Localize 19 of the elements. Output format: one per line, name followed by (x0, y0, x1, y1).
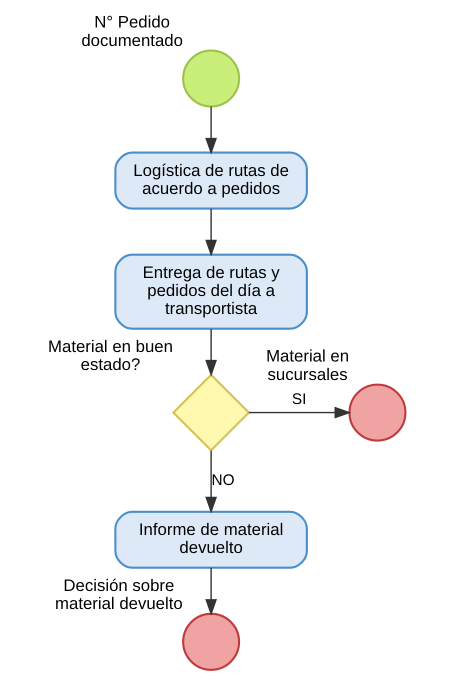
arrow (205, 450, 217, 514)
node-circle (182, 612, 240, 671)
arrow (205, 568, 217, 616)
node-label: Decisión sobre material devuelto (55, 576, 183, 614)
node-box: Logística de rutas de acuerdo a pedidos (114, 152, 308, 210)
edge-label: SI (292, 390, 306, 408)
arrow (248, 406, 352, 418)
node-diamond (172, 373, 250, 452)
node-label: N° Pedido documentado (81, 12, 183, 50)
arrow (205, 329, 217, 377)
edge-label: NO (211, 472, 235, 489)
node-label: Material en sucursales (266, 346, 350, 384)
node-box: Informe de material devuelto (114, 510, 308, 569)
node-label: Material en buen estado? (48, 336, 173, 374)
arrow (205, 208, 217, 257)
arrow (205, 106, 217, 155)
node-circle (348, 384, 406, 442)
node-box: Entrega de rutas y pedidos del día a transportista (114, 254, 308, 330)
node-circle (182, 50, 240, 108)
